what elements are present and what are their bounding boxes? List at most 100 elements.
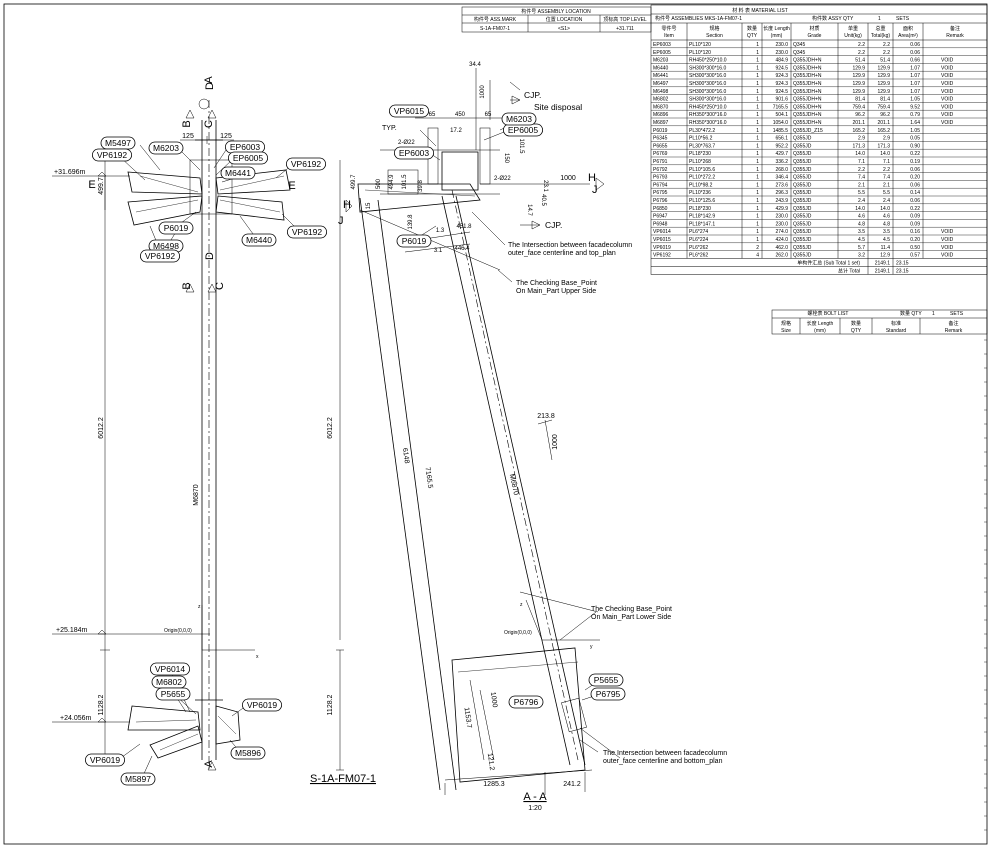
- section-mark-h-right: H: [588, 172, 596, 184]
- material-cell: RH450*250*10.0: [689, 58, 727, 64]
- material-cell: 952.2: [775, 143, 788, 149]
- subtotal-label: 单构件汇总 (Sub Total 1 set): [797, 259, 860, 266]
- section-main-member: M6870: [508, 473, 519, 495]
- material-cell: PL10*272.2: [689, 175, 715, 181]
- total-area: 23.15: [896, 268, 909, 274]
- material-cell: 1: [756, 237, 759, 243]
- assembly-location-header: 位置 LOCATION: [546, 16, 583, 23]
- material-cell: 346.4: [775, 175, 788, 181]
- material-cell: 0.90: [910, 143, 920, 149]
- material-cell: PL10*120: [689, 50, 711, 56]
- material-cell: 268.0: [775, 167, 788, 173]
- assembly-mark-value: S-1A-FM07-1: [480, 26, 510, 32]
- material-cell: 1: [756, 198, 759, 204]
- part-tag: [588, 673, 624, 687]
- dim-1000-mid: 1000: [552, 434, 559, 450]
- material-cell: 1: [756, 89, 759, 95]
- part-tag-label: VP6019: [90, 755, 121, 765]
- part-tag-label: M6440: [246, 235, 272, 245]
- section-part-tags: VP6015EP6003EP6005M6203P6019P6796P5655P6…: [388, 104, 626, 709]
- bolt-qty-label: 数量 QTY: [900, 310, 922, 317]
- part-tag-label: VP6192: [291, 159, 322, 169]
- material-cell: 2.1: [858, 182, 865, 188]
- part-tag: [139, 249, 180, 263]
- material-cell: 51.4: [855, 58, 865, 64]
- cjp-top-label: CJP.: [524, 90, 541, 100]
- material-cell: 1: [756, 104, 759, 110]
- part-tag: [148, 141, 184, 155]
- material-cell: P6793: [653, 175, 668, 181]
- material-cell: 81.4: [855, 97, 865, 103]
- part-tag-label: VP6192: [97, 150, 128, 160]
- elevation-labels: +31.696m +25.184m +24.056m 6012.2 1128.2…: [54, 133, 259, 722]
- material-cell: 2: [756, 245, 759, 251]
- dim-15: 15: [366, 202, 372, 209]
- material-cell: 0.06: [910, 50, 920, 56]
- section-axis-z: z: [520, 602, 523, 608]
- material-cell: 7.1: [883, 159, 890, 165]
- material-cell: 2.2: [858, 42, 865, 48]
- material-cell: Q355JDH+N: [793, 58, 822, 64]
- material-cell: Q355JD: [793, 253, 812, 259]
- section-mark-j-left: J: [338, 215, 344, 227]
- bolt-note-right: 2-Ø22: [494, 176, 511, 182]
- material-cell: 0.06: [910, 42, 920, 48]
- material-cell: VOID: [941, 120, 954, 126]
- material-cell: 96.2: [880, 112, 890, 118]
- dim-500: 500: [376, 178, 382, 189]
- material-cell: 129.9: [877, 81, 890, 87]
- material-cell: 504.1: [775, 112, 788, 118]
- material-header-en: Unit(kg): [844, 33, 862, 39]
- material-cell: 1.05: [910, 128, 920, 134]
- material-cell: 96.2: [855, 112, 865, 118]
- part-tag: [92, 148, 133, 162]
- material-header-en: Item: [664, 33, 674, 39]
- part-tag: [285, 157, 326, 171]
- material-cell: 201.1: [877, 120, 890, 126]
- material-cell: 0.06: [910, 182, 920, 188]
- dim-213-8: 213.8: [537, 413, 555, 420]
- material-cell: 14.0: [855, 206, 865, 212]
- assembly-sets-label: SETS: [896, 16, 910, 22]
- section-mark: A: [203, 76, 215, 84]
- material-cell: M6870: [653, 104, 669, 110]
- material-cell: 0.09: [910, 214, 920, 220]
- material-cell: 0.06: [910, 198, 920, 204]
- dim-40-5: 40.5: [540, 194, 546, 206]
- material-header: 零件号: [661, 25, 676, 32]
- material-cell: 901.6: [775, 97, 788, 103]
- material-cell: Q355JD: [793, 136, 812, 142]
- material-cell: Q355JDH+N: [793, 89, 822, 95]
- typ-label: TYP.: [382, 125, 397, 132]
- level-bottom: +24.056m: [60, 715, 91, 722]
- material-cell: 1.05: [910, 97, 920, 103]
- material-cell: 0.16: [910, 229, 920, 235]
- material-cell: RH450*250*10.0: [689, 104, 727, 110]
- section-dim-6012: 6012.2: [327, 417, 334, 439]
- subtotal-weight: 2149.1: [875, 260, 891, 266]
- dim-39-8: 39.8: [418, 180, 424, 192]
- material-header: 总重: [875, 25, 885, 32]
- part-tag-label: EP6003: [230, 142, 261, 152]
- material-cell: VOID: [941, 81, 954, 87]
- material-cell: 1: [756, 159, 759, 165]
- section-mark: D: [204, 82, 216, 90]
- section-origin-label: Origin(0,0,0): [504, 630, 532, 636]
- dim-1285-3: 1285.3: [483, 781, 505, 788]
- section-title: A - A: [523, 791, 547, 803]
- material-cell: VOID: [941, 89, 954, 95]
- material-header-en: Total(kg): [871, 33, 891, 39]
- material-cell: 1: [756, 167, 759, 173]
- material-header-en: (mm): [771, 33, 783, 39]
- material-cell: 924.5: [775, 89, 788, 95]
- material-cell: 924.3: [775, 81, 788, 87]
- part-tag: [120, 772, 156, 786]
- part-tag: [85, 753, 126, 767]
- dim-height-total: 6012.2: [98, 417, 105, 439]
- drawing-title: S-1A-FM07-1: [310, 773, 376, 785]
- dim-241-2: 241.2: [563, 781, 581, 788]
- part-tag: [508, 695, 544, 709]
- bolt-header-en: Standard: [886, 328, 907, 334]
